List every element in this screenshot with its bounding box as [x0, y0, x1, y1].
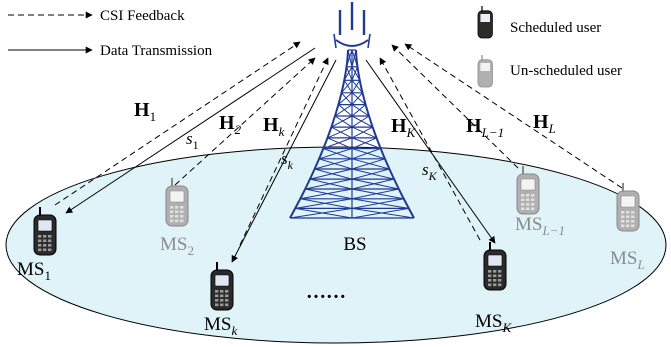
channel-label-hL: HL [533, 111, 556, 136]
channel-label-hk: Hk [263, 114, 285, 139]
legend-scheduled-user: Scheduled user [510, 20, 601, 36]
signal-label-s1: s1 [186, 129, 199, 152]
csi-arrow-msL [404, 43, 623, 189]
channel-label-h2: H2 [219, 112, 242, 137]
station-label-ms1: MS1 [17, 259, 51, 283]
csi-arrow-ms1 [54, 41, 301, 206]
legend-scheduled-phone-icon [477, 6, 493, 39]
csi-arrow-msk [239, 57, 329, 246]
csi-feedback-arrows [54, 41, 623, 246]
station-labels: MS1 MS2 MSk MSK MSL−1 MSL [17, 214, 645, 338]
station-label-msL-1: MSL−1 [515, 214, 565, 238]
channel-label-hL-1: HL−1 [466, 115, 504, 140]
station-label-ms2: MS2 [160, 234, 194, 258]
data-arrow-msK [365, 59, 496, 244]
base-station-label: BS [343, 234, 366, 255]
phone-icon-msL [616, 183, 640, 232]
phone-icon-msL-1 [516, 166, 540, 215]
phone-icon-msk [210, 262, 234, 311]
channel-label-hK: HK [391, 115, 417, 140]
data-arrow-msk [231, 59, 337, 263]
legend-data-transmission: Data Transmission [100, 43, 213, 59]
signal-label-sk: sk [281, 149, 294, 172]
phone-icon-ms2 [165, 178, 189, 227]
legend-csi-feedback: CSI Feedback [100, 8, 185, 24]
phone-icon-msK [483, 242, 507, 291]
station-label-msK: MSK [475, 311, 512, 335]
csi-arrow-msK [379, 57, 481, 241]
phone-icon-ms1 [33, 207, 57, 256]
mobile-stations [33, 166, 640, 311]
data-arrow-ms1 [65, 47, 316, 214]
more-users-ellipsis: …… [306, 281, 346, 303]
channel-label-h1: H1 [134, 99, 156, 124]
channel-labels: H1 H2 Hk HK HL−1 HL [134, 99, 556, 140]
legend-unscheduled-user: Un-scheduled user [510, 63, 622, 79]
signal-label-sK: sK [422, 160, 438, 183]
base-station-tower-icon [289, 2, 415, 219]
signal-labels: s1 sk sK [186, 129, 438, 183]
data-transmission-arrows [65, 47, 496, 263]
legend-unscheduled-phone-icon [477, 55, 493, 88]
station-label-msL: MSL [610, 248, 645, 272]
legend: CSI Feedback Data Transmission Scheduled… [8, 6, 622, 88]
cell-coverage-area [5, 146, 667, 344]
csi-arrow-ms2 [174, 57, 316, 186]
station-label-msk: MSk [204, 314, 237, 338]
